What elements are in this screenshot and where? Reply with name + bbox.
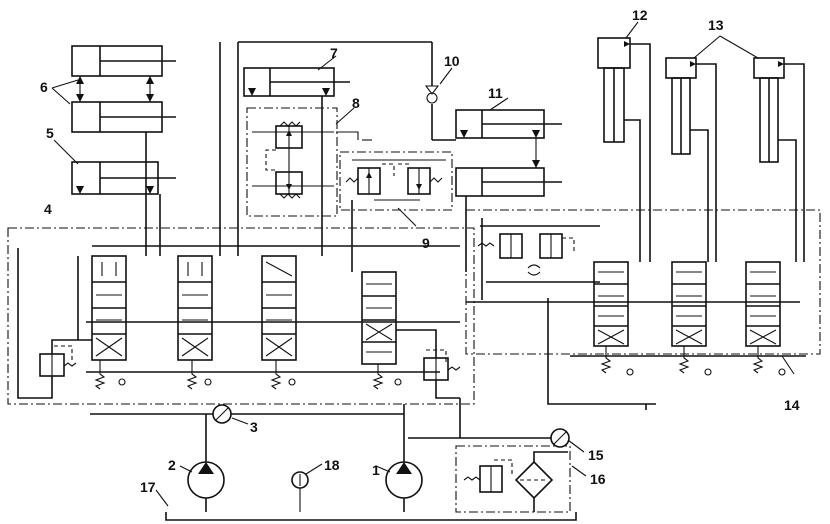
filter-block-16 — [463, 451, 587, 512]
label-8: 8 — [352, 95, 360, 111]
directional-valve-bank-right — [466, 218, 806, 405]
cylinder-13a — [665, 57, 697, 79]
valve-block-frame-9 — [339, 151, 453, 211]
label-15: 15 — [588, 447, 604, 463]
vertical-cylinders — [597, 21, 805, 262]
label-9: 9 — [422, 235, 430, 251]
label-17: 17 — [140, 479, 156, 495]
relief-valve-left — [17, 248, 92, 399]
dir-valve-4 — [361, 271, 402, 390]
relief-valves-14 — [477, 225, 600, 283]
relief-valve-right — [396, 329, 461, 399]
label-14: 14 — [784, 397, 800, 413]
valve-bank-frame-4 — [7, 227, 475, 405]
dir-valve-3 — [261, 255, 297, 390]
label-6: 6 — [40, 79, 48, 95]
valve-bank-frame-14 — [465, 209, 821, 355]
dir-valve-2 — [177, 255, 213, 390]
check-valve-10 — [424, 42, 453, 140]
boundary-frames — [7, 107, 821, 513]
cylinder-5 — [53, 139, 176, 195]
filter-frame-16 — [455, 445, 571, 513]
label-11: 11 — [488, 85, 503, 101]
tank-line-17 — [155, 398, 647, 521]
callout-labels: 1 2 3 4 5 6 7 8 9 10 11 12 13 14 15 16 1… — [40, 7, 800, 495]
cylinder-group-6 — [51, 45, 176, 133]
pressure-gauge-3 — [90, 404, 404, 425]
label-18: 18 — [324, 457, 340, 473]
label-10: 10 — [444, 53, 460, 69]
label-1: 1 — [372, 462, 380, 478]
label-16: 16 — [590, 471, 606, 487]
pump-2 — [179, 414, 225, 512]
dir-valve-7 — [745, 261, 786, 376]
valve-block-9 — [345, 159, 446, 227]
label-2: 2 — [168, 457, 176, 473]
dir-valve-1 — [91, 255, 127, 390]
label-7: 7 — [330, 45, 338, 61]
cylinder-group-11 — [432, 97, 562, 197]
pressure-gauge-15 — [408, 428, 585, 453]
dir-valve-6 — [671, 261, 712, 376]
cylinder-13b — [753, 57, 785, 79]
pump-1 — [375, 404, 423, 512]
label-13: 13 — [708, 17, 724, 33]
thermometer-18 — [291, 463, 323, 512]
valve-block-8 — [252, 107, 372, 199]
label-5: 5 — [46, 125, 54, 141]
label-12: 12 — [632, 7, 648, 23]
directional-valve-bank-left — [17, 42, 467, 399]
dir-valve-5 — [593, 261, 634, 376]
label-4: 4 — [44, 201, 52, 217]
label-3: 3 — [250, 419, 258, 435]
valve-block-frame-8 — [246, 107, 338, 217]
cylinder-7 — [237, 41, 432, 256]
